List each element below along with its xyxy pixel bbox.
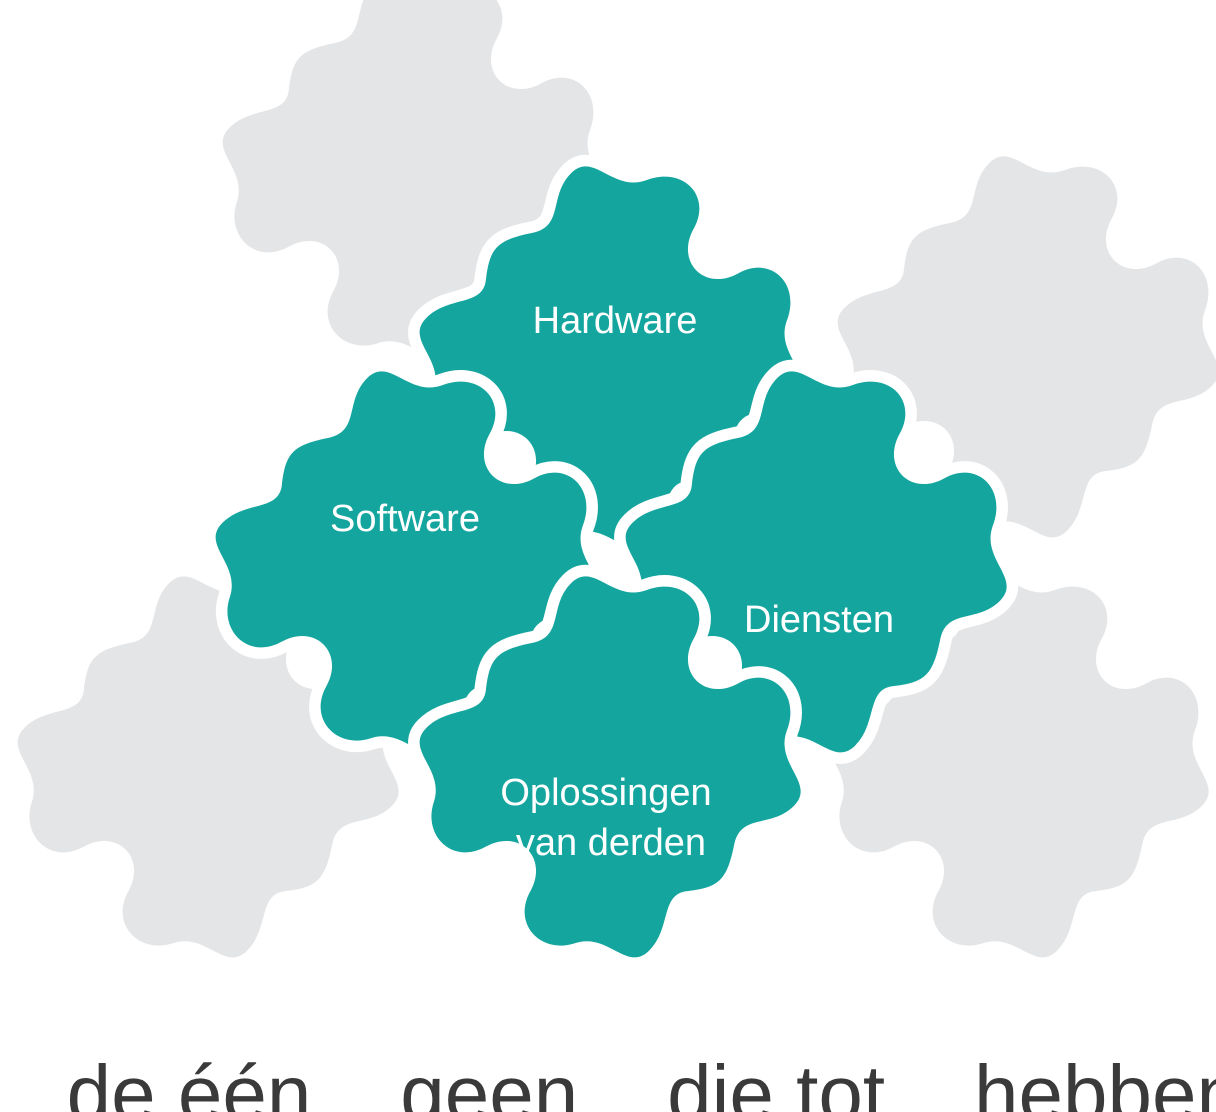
- caption-text: ...de één ...geen ...die tot ...hebben .…: [0, 1054, 1216, 1112]
- label-diensten: Diensten: [744, 599, 894, 641]
- label-oplossingen-line1: Oplossingen: [500, 772, 711, 814]
- label-oplossingen-line2: van derden: [516, 822, 706, 864]
- label-software: Software: [330, 498, 480, 540]
- label-hardware: Hardware: [533, 300, 698, 342]
